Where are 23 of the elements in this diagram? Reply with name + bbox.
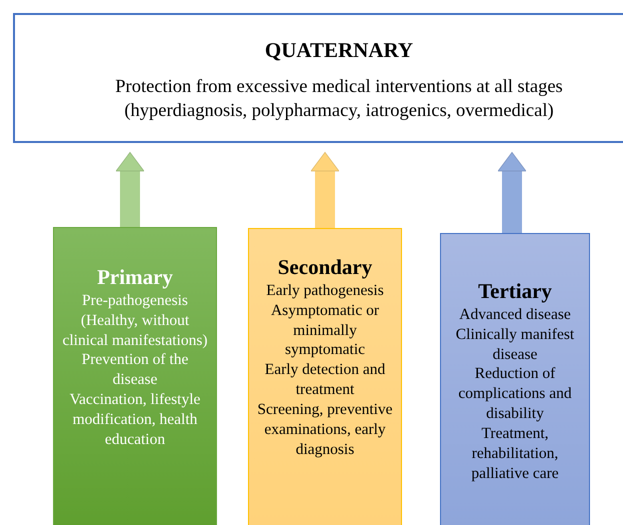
description: Screening, preventive examinations, early diagnosis: [257, 400, 393, 460]
description: Pre-pathogenesis (Healthy, without clinical manifestations): [62, 290, 208, 350]
description: Advanced disease: [458, 304, 572, 325]
description: Treatment, rehabilitation, palliative care: [470, 424, 560, 484]
primary-box: [53, 227, 217, 525]
description: Prevention of the disease: [80, 350, 190, 390]
description: Vaccination, lifestyle modification, health education: [68, 390, 202, 450]
description: Protection from excessive medical interventions at all stages (hyperdiagnosis, polypharmacy, iatrogenics, overmedical): [114, 76, 564, 123]
heading: Primary: [96, 264, 174, 291]
heading: Tertiary: [477, 278, 553, 305]
secondary-box: [248, 228, 402, 525]
heading: Secondary: [276, 254, 374, 281]
block-arrow: [498, 152, 526, 233]
block-arrow: [310, 152, 340, 228]
heading: QUATERNARY: [264, 37, 414, 64]
block-arrow: [116, 152, 144, 227]
quaternary-box: [13, 13, 623, 143]
description: Clinically manifest disease: [454, 324, 576, 364]
description: Asymptomatic or minimally symptomatic: [270, 300, 380, 360]
description: Early pathogenesis: [265, 280, 385, 301]
description: Reduction of complications and disability: [457, 364, 573, 424]
tertiary-box: [440, 233, 590, 525]
description: Early detection and treatment: [264, 360, 386, 400]
